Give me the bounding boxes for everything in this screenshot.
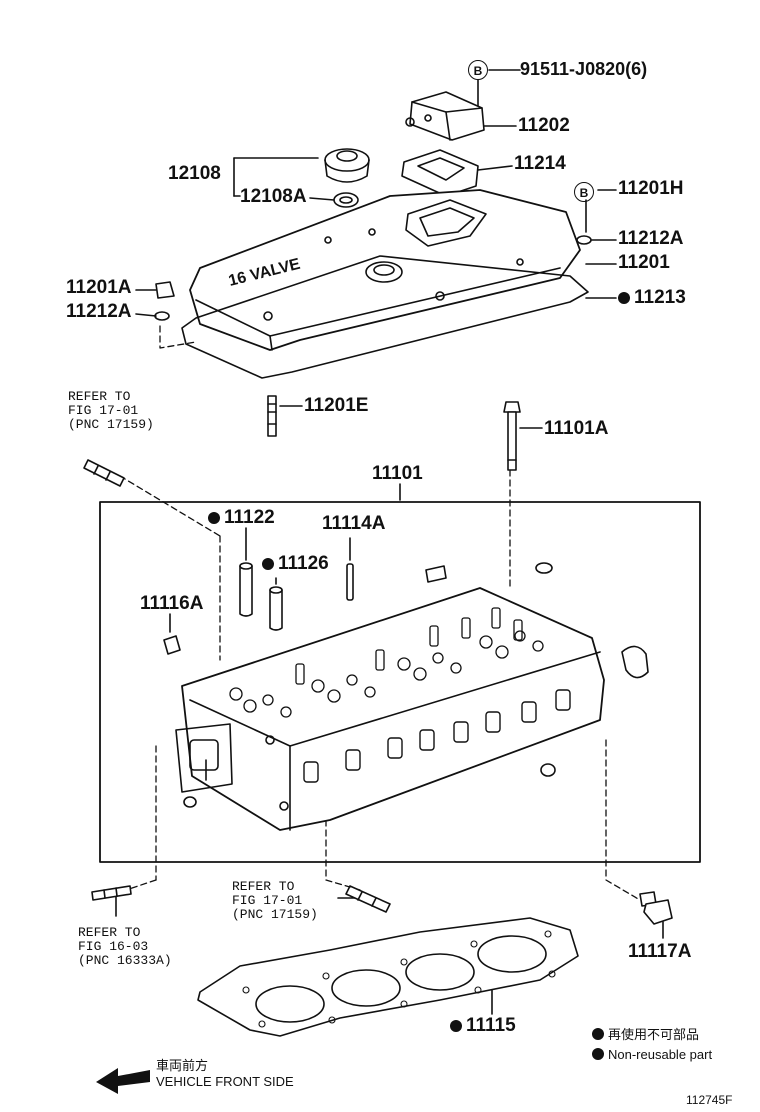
part-label-11101: 11101 — [372, 463, 423, 484]
gasket-11214 — [401, 149, 479, 197]
callout-b-grommet: B — [574, 182, 594, 202]
non-reusable-dot-icon — [592, 1048, 604, 1060]
part-label-11201a: 11201A — [66, 277, 132, 298]
part-label-11114a: 11114A — [322, 513, 386, 534]
head-gasket-11115 — [197, 917, 579, 1037]
part-label-12108a: 12108A — [240, 186, 307, 207]
stud-bolt-11201e — [267, 395, 277, 437]
part-label-11122: 11122 — [208, 508, 275, 527]
seal-washer-11212a-left — [154, 311, 170, 321]
vehicle-front-arrow-icon — [96, 1068, 150, 1094]
non-reusable-dot-icon — [592, 1028, 604, 1040]
oil-filler-cap-12108 — [324, 148, 370, 183]
legend-non-reusable-jp: 再使用不可部品 — [592, 1028, 699, 1041]
part-label-12108: 12108 — [168, 163, 221, 184]
head-bolt-11101a — [503, 401, 521, 471]
valve-guide-11122 — [239, 562, 253, 617]
grommet-11201a — [155, 281, 175, 299]
legend-non-reusable-en: Non-reusable part — [592, 1048, 712, 1061]
non-reusable-dot-icon — [618, 292, 630, 304]
stud-bolt-lower-left — [91, 885, 132, 901]
part-label-11115: 11115 — [450, 1016, 516, 1035]
part-label-91511-j0820: 91511-J0820(6) — [520, 59, 648, 79]
part-label-11202: 11202 — [518, 115, 570, 136]
callout-b-bolt: B — [468, 60, 488, 80]
stud-bolt-upper-left — [83, 459, 125, 487]
seal-washer-11212a-right — [576, 235, 592, 245]
small-insert-parts — [183, 562, 649, 808]
part-label-11214: 11214 — [514, 153, 566, 174]
part-label-11201e: 11201E — [304, 395, 369, 416]
part-label-11212a-right: 11212A — [618, 228, 684, 249]
plug-11116a — [163, 635, 181, 655]
cap-gasket-12108a — [333, 192, 359, 208]
part-label-11126: 11126 — [262, 554, 329, 573]
cover-gasket-11213 — [181, 255, 589, 379]
part-label-11101a: 11101A — [544, 418, 609, 439]
part-label-11213: 11213 — [618, 288, 686, 307]
leader-lines — [115, 69, 664, 1015]
part-label-11116a: 11116A — [140, 593, 204, 614]
part-label-11201h: 11201H — [618, 178, 684, 199]
part-label-11117a: 11117A — [628, 941, 692, 962]
cylinder-head-cover-11201 — [189, 189, 581, 351]
valve-guide-11126 — [269, 586, 283, 631]
non-reusable-dot-icon — [450, 1020, 462, 1032]
part-label-11201: 11201 — [618, 252, 670, 273]
cylinder-head-frame — [99, 501, 701, 863]
drain-plug-11117a — [639, 891, 673, 925]
non-reusable-dot-icon — [208, 512, 220, 524]
pin-11114a — [346, 563, 354, 601]
cylinder-head-11101 — [175, 587, 605, 831]
breather-cover-11202 — [405, 91, 485, 141]
stud-bolt-lower-mid — [345, 885, 391, 913]
part-label-11212a-left: 11212A — [66, 301, 132, 322]
non-reusable-dot-icon — [262, 558, 274, 570]
figure-id: 112745F — [686, 1093, 733, 1107]
